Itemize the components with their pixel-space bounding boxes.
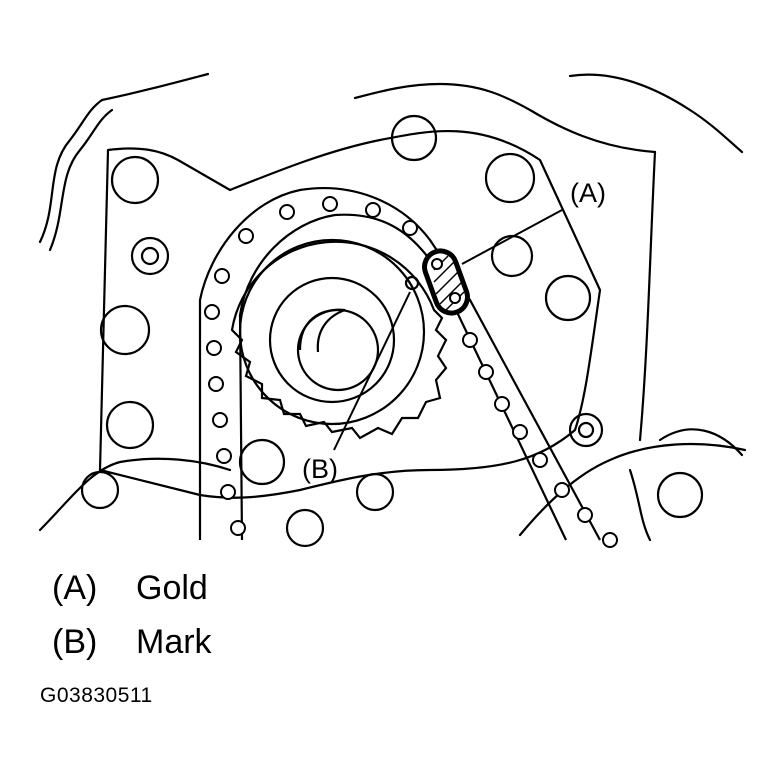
front-plate-outline [98,129,602,499]
legend-row-b: (B) Mark [52,622,212,662]
sprocket-mark [404,275,420,291]
bolt-hole [490,234,534,278]
legend-key: (A) [52,569,98,607]
chain-link [279,204,295,220]
crankshaft-bore-shadow [298,308,346,353]
bolt-hole [484,152,536,204]
legend-label: Mark [136,623,212,661]
chain-link [402,220,418,236]
chain-link [554,482,570,498]
bolt-hole [105,400,155,450]
chain-link [220,484,236,500]
casting-top-right [568,73,744,154]
chain-link [532,452,548,468]
chain-link [322,196,338,212]
figure-id: G03830511 [40,684,153,707]
timing-chain-diagram: (A) (B) [38,72,747,548]
chain-link [206,340,222,356]
sprocket-hub-inner [268,276,396,404]
leader-b [333,291,411,451]
chain-link [602,532,618,548]
casting-right-inner [638,150,657,442]
legend-row-a: (A) Gold [52,568,208,608]
bolt-hole [568,412,604,448]
chain-link [365,202,381,218]
bolt-hole [140,246,160,266]
bolt-hole [577,421,595,439]
gold-link [422,248,470,316]
sprocket-hub [238,238,426,426]
chain-link [238,228,254,244]
chain-link [494,396,510,412]
chain-link [208,376,224,392]
callout-b: (B) [302,454,338,484]
casting-right-boss [658,428,744,457]
bolt-hole [99,304,151,356]
bolt-hole [238,438,286,486]
chain-link [204,304,220,320]
chain-inner [238,213,567,541]
chain-link [214,268,230,284]
bolt-hole [130,236,170,276]
bolt-hole [80,470,120,510]
bolt-hole [656,471,704,519]
bolt-hole [285,508,325,548]
casting-lower-right [628,468,652,542]
bolt-hole [110,155,160,205]
chain-link [212,412,228,428]
casting-top-edge [353,82,657,154]
chain-link [216,448,232,464]
casting-left-edge-inner [48,108,114,252]
chain-link [230,520,246,536]
legend-label: Gold [136,569,208,607]
legend-key: (B) [52,623,98,661]
bolt-hole [390,114,438,162]
leader-a [461,209,563,265]
callout-a: (A) [570,178,606,208]
bolt-hole [355,472,395,512]
casting-bottom-right [518,442,747,537]
chain-link [462,332,478,348]
casting-left-edge [38,98,104,244]
chain-link [577,507,593,523]
casting-top-left [100,72,210,102]
chain-link [512,424,528,440]
chain-outer [198,187,601,541]
bolt-hole [544,274,592,322]
chain-link [478,364,494,380]
